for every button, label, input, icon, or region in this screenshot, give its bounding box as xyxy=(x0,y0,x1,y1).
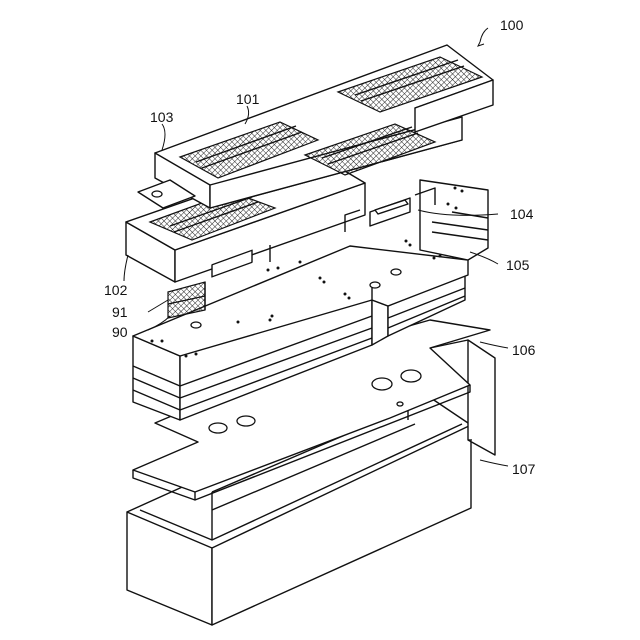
label-100: 100 xyxy=(500,17,524,33)
label-101: 101 xyxy=(236,91,260,107)
label-102: 102 xyxy=(104,282,128,298)
label-105: 105 xyxy=(506,257,530,273)
label-104: 104 xyxy=(510,206,534,222)
label-106: 106 xyxy=(512,342,536,358)
label-90: 90 xyxy=(112,324,128,340)
label-103: 103 xyxy=(150,109,174,125)
label-107: 107 xyxy=(512,461,536,477)
label-91: 91 xyxy=(112,304,128,320)
